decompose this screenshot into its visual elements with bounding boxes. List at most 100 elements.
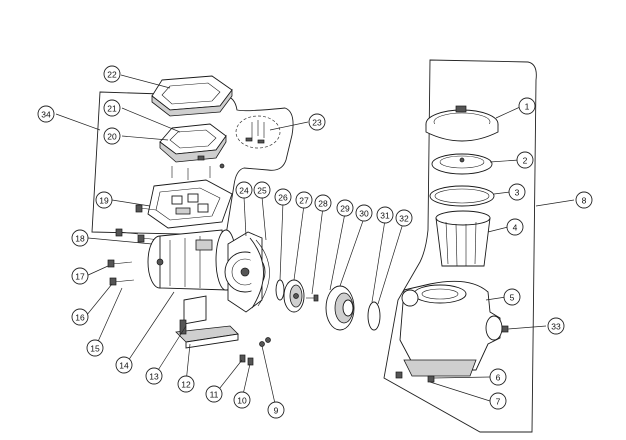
drive-cover — [151, 75, 233, 117]
callout-circle — [308, 113, 326, 131]
callout-10: 10 — [233, 391, 251, 409]
callout-number: 23 — [312, 118, 322, 128]
impeller — [283, 279, 305, 313]
callout-circle — [103, 65, 121, 83]
callout-number: 32 — [399, 214, 409, 224]
callout-2: 2 — [516, 151, 534, 169]
callout-circle — [355, 204, 373, 222]
callout-number: 21 — [107, 104, 117, 114]
callout-number: 2 — [523, 156, 528, 166]
callout-circle — [516, 151, 534, 169]
callout-circle — [37, 105, 55, 123]
callout-number: 17 — [75, 272, 85, 282]
callout-22: 22 — [103, 65, 121, 83]
callout-number: 28 — [318, 199, 328, 209]
callout-number: 20 — [107, 132, 117, 142]
callout-number: 1 — [525, 102, 530, 112]
callout-circle — [547, 317, 565, 335]
callout-number: 33 — [551, 322, 561, 332]
callout-14: 14 — [115, 356, 133, 374]
callout-number: 4 — [513, 223, 518, 233]
callout-8: 8 — [575, 191, 593, 209]
diffuser — [325, 285, 355, 331]
strainer-lid — [431, 153, 493, 175]
callout-31: 31 — [376, 206, 394, 224]
callout-circle — [575, 191, 593, 209]
callout-27: 27 — [295, 191, 313, 209]
callout-number: 5 — [510, 293, 515, 303]
strainer-basket — [435, 210, 491, 267]
callout-circle — [395, 209, 413, 227]
callout-1: 1 — [518, 97, 536, 115]
drain-plugs — [395, 371, 435, 383]
callout-24: 24 — [235, 181, 253, 199]
callout-circle — [295, 191, 313, 209]
callout-circle — [508, 183, 526, 201]
callout-4: 4 — [506, 218, 524, 236]
callout-30: 30 — [355, 204, 373, 222]
callout-25: 25 — [253, 181, 271, 199]
callout-number: 8 — [582, 196, 587, 206]
callout-number: 34 — [41, 110, 51, 120]
callout-7: 7 — [489, 392, 507, 410]
callout-number: 14 — [119, 361, 129, 371]
callout-circle — [376, 206, 394, 224]
callout-9: 9 — [267, 401, 285, 419]
callout-circle — [115, 356, 133, 374]
callout-33: 33 — [547, 317, 565, 335]
callout-20: 20 — [103, 127, 121, 145]
control-board — [159, 123, 227, 163]
callout-number: 3 — [515, 188, 520, 198]
callout-circle — [518, 97, 536, 115]
callout-number: 15 — [90, 344, 100, 354]
callout-11: 11 — [205, 385, 223, 403]
callout-circle — [233, 391, 251, 409]
callout-circle — [71, 229, 89, 247]
callout-circle — [205, 385, 223, 403]
callout-number: 7 — [496, 397, 501, 407]
callout-16: 16 — [71, 308, 89, 326]
callout-28: 28 — [314, 194, 332, 212]
callout-26: 26 — [274, 188, 292, 206]
callout-circle — [267, 401, 285, 419]
callout-number: 9 — [274, 406, 279, 416]
callout-number: 6 — [496, 373, 501, 383]
callout-17: 17 — [71, 267, 89, 285]
callout-5: 5 — [503, 288, 521, 306]
callout-number: 13 — [149, 372, 159, 382]
mounting-bolts — [107, 204, 161, 286]
callout-circle — [71, 308, 89, 326]
diffuser-o-ring — [367, 301, 381, 331]
callout-circle — [103, 127, 121, 145]
callout-number: 24 — [239, 186, 249, 196]
callout-number: 30 — [359, 209, 369, 219]
callout-circle — [86, 339, 104, 357]
callout-number: 27 — [299, 196, 309, 206]
housing-plug — [501, 325, 509, 333]
callout-circle — [103, 99, 121, 117]
callout-circle — [503, 288, 521, 306]
callout-21: 21 — [103, 99, 121, 117]
motor-foot — [175, 295, 239, 349]
callout-number: 22 — [107, 70, 117, 80]
drive-screws — [171, 163, 225, 180]
callout-circle — [274, 188, 292, 206]
motor — [147, 229, 237, 291]
callout-number: 10 — [237, 396, 247, 406]
callout-19: 19 — [95, 191, 113, 209]
small-fasteners — [239, 337, 271, 366]
callout-18: 18 — [71, 229, 89, 247]
housing-group-outline — [383, 59, 537, 433]
callout-number: 25 — [257, 186, 267, 196]
leader-lines — [55, 74, 575, 409]
callout-number: 29 — [340, 204, 350, 214]
fastener-detail — [235, 115, 281, 149]
callout-12: 12 — [177, 375, 195, 393]
callout-23: 23 — [308, 113, 326, 131]
callout-number: 16 — [75, 313, 85, 323]
seal-plate — [224, 231, 270, 313]
callout-13: 13 — [145, 367, 163, 385]
callout-circle — [506, 218, 524, 236]
